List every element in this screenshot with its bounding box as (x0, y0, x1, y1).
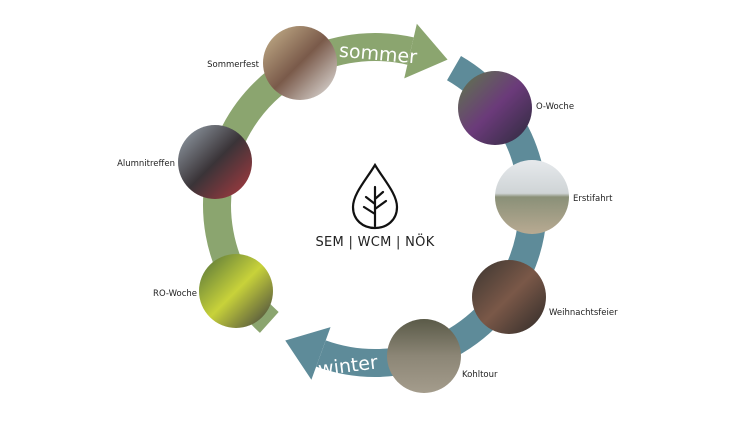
logo: SEM | WCM | NÖK (315, 162, 434, 250)
event-alumnitreffen[interactable]: Alumnitreffen (117, 125, 252, 199)
photo-kohltour (387, 319, 461, 393)
event-kohltour[interactable]: Kohltour (387, 319, 498, 393)
photo-alumnitreffen (178, 125, 252, 199)
photo-ro-woche (199, 254, 273, 328)
event-weihnachtsfeier[interactable]: Weihnachtsfeier (472, 260, 618, 334)
photo-erstifahrt (495, 160, 569, 234)
event-o-woche[interactable]: O-Woche (458, 71, 574, 145)
photo-o-woche (458, 71, 532, 145)
event-label: Weihnachtsfeier (549, 308, 618, 318)
summer-arrowhead (404, 23, 448, 79)
event-label: Kohltour (462, 370, 498, 380)
event-label: RO-Woche (153, 289, 197, 299)
event-label: O-Woche (536, 102, 574, 112)
photo-weihnachtsfeier (472, 260, 546, 334)
photo-sommerfest (263, 26, 337, 100)
tree-drop-icon (351, 162, 399, 230)
event-ro-woche[interactable]: RO-Woche (153, 254, 273, 328)
event-label: Sommerfest (207, 60, 260, 70)
event-label: Erstifahrt (573, 194, 613, 204)
event-erstifahrt[interactable]: Erstifahrt (495, 160, 613, 234)
logo-text: SEM | WCM | NÖK (315, 233, 434, 250)
winter-arrowhead (285, 327, 331, 380)
event-sommerfest[interactable]: Sommerfest (207, 26, 337, 100)
event-label: Alumnitreffen (117, 159, 175, 169)
